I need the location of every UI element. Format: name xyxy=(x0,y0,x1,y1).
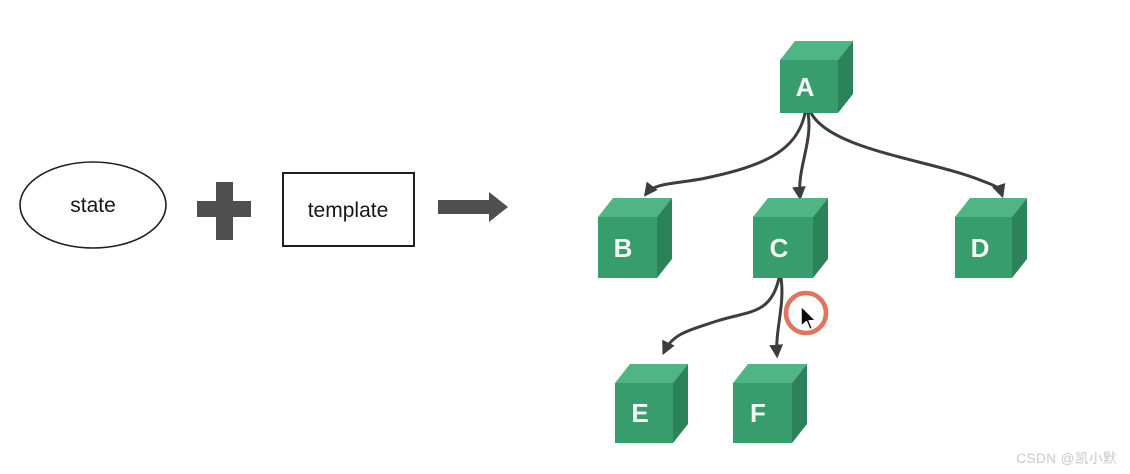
tree-node-e: E xyxy=(615,364,688,443)
edge-c-f xyxy=(769,276,784,359)
template-label: template xyxy=(308,199,389,222)
watermark-text: CSDN @凯小默 xyxy=(1016,451,1117,466)
mouse-cursor-icon xyxy=(800,305,817,331)
cube-d-top xyxy=(955,198,1027,217)
edge-a-c xyxy=(792,111,811,201)
cube-f-front xyxy=(733,383,792,443)
tree-node-a: A xyxy=(780,41,853,113)
cube-f-label: F xyxy=(750,398,766,428)
edge-a-b xyxy=(643,111,807,197)
cube-e-front xyxy=(615,383,673,443)
cube-d-side xyxy=(1012,198,1027,278)
cube-a-front xyxy=(780,60,838,113)
cube-b-top xyxy=(598,198,672,217)
cube-c-front xyxy=(753,217,813,278)
tree-node-b: B xyxy=(598,198,672,278)
tree-node-f: F xyxy=(733,364,807,443)
cube-b-side xyxy=(657,198,672,278)
cube-a-label: A xyxy=(796,72,815,102)
mouse-cursor-shape xyxy=(800,305,817,331)
edge-c-e xyxy=(662,276,781,356)
tree-node-c: C xyxy=(753,198,828,278)
cube-f-side xyxy=(792,364,807,443)
plus-icon xyxy=(197,182,251,240)
cube-e-label: E xyxy=(631,398,648,428)
cube-d-front xyxy=(955,217,1012,278)
cube-e-top xyxy=(615,364,688,383)
template-node: template xyxy=(282,172,415,247)
cube-f-top xyxy=(733,364,807,383)
tree-edges xyxy=(643,111,1006,359)
state-label: state xyxy=(70,194,116,217)
state-ellipse xyxy=(19,161,167,249)
cube-e-side xyxy=(673,364,688,443)
click-highlight-ring-icon xyxy=(783,290,829,336)
cube-b-label: B xyxy=(614,233,633,263)
plus-vertical-bar xyxy=(216,182,233,240)
cube-a-top xyxy=(780,41,853,60)
edge-a-d xyxy=(809,111,1006,199)
result-arrow-icon xyxy=(438,192,508,222)
tree-node-d: D xyxy=(955,198,1027,278)
cube-c-side xyxy=(813,198,828,278)
template-box xyxy=(282,172,415,247)
cube-d-label: D xyxy=(971,233,990,263)
cube-b-front xyxy=(598,217,657,278)
cube-c-label: C xyxy=(770,233,789,263)
state-node: state xyxy=(19,161,167,249)
cube-a-side xyxy=(838,41,853,113)
cube-c-top xyxy=(753,198,828,217)
